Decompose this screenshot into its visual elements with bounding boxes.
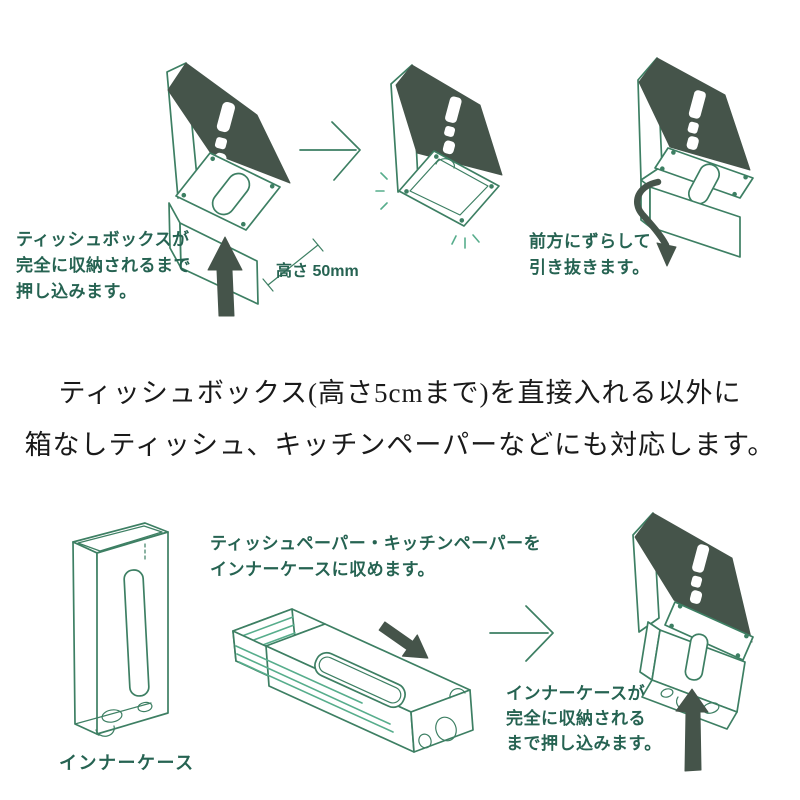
push-case-caption: インナーケースが 完全に収納される まで押し込みます。 <box>506 684 662 753</box>
push-box-caption: ティッシュボックスが 完全に収納されるまで 押し込みます。 <box>16 230 191 301</box>
holder-bottom-plate <box>664 601 754 661</box>
fill-case-caption: ティッシュペーパー・キッチンペーパーを インナーケースに収めます。 <box>210 534 542 579</box>
dispense-slot <box>211 172 251 216</box>
case-top-slot <box>314 651 406 709</box>
end-hole <box>418 733 432 749</box>
wall-bracket <box>166 62 291 231</box>
end-hole <box>435 716 457 742</box>
pull-down-arrow-icon <box>634 178 677 267</box>
holder-push-inner-case-illustration <box>612 492 797 800</box>
height-note: 高さ 50mm <box>276 263 359 280</box>
case-front-slot <box>684 633 709 681</box>
bottom-notch <box>95 725 115 737</box>
cover-slot <box>686 90 706 150</box>
inner-case-inserted <box>639 621 746 730</box>
arrow-right-icon <box>486 600 560 668</box>
holder-bottom-plate <box>398 150 500 227</box>
push-up-arrow-icon <box>675 688 709 772</box>
push-up-arrow-icon <box>207 236 243 317</box>
cover-slot <box>442 96 462 155</box>
holder-pull-box-illustration <box>612 42 787 292</box>
case-loading-illustration <box>212 598 507 800</box>
bottom-hole <box>660 688 674 698</box>
dimension-line <box>262 238 324 292</box>
arrow-right-icon <box>296 116 368 184</box>
cover-slot <box>689 544 710 604</box>
finger-notch <box>435 158 455 169</box>
inner-case-illustration <box>55 508 185 758</box>
paper-layers-through-case <box>235 645 394 733</box>
case-end-face <box>410 689 474 753</box>
insert-arrow-icon <box>378 621 429 659</box>
end-notch <box>449 688 466 699</box>
bottom-hole <box>137 701 153 713</box>
holder-box-inserted-illustration <box>372 52 522 252</box>
inner-case-horizontal <box>235 623 474 753</box>
bottom-hole <box>101 709 123 723</box>
pull-out-caption: 前方にずらして 引き抜きます。 <box>529 232 652 277</box>
case-left-face <box>72 541 100 736</box>
inner-case-label: インナーケース <box>59 753 195 773</box>
description-line-2: 箱なしティッシュ、キッチンペーパーなどにも対応します。 <box>24 430 776 460</box>
case-front-slot <box>123 569 150 697</box>
description-line-1: ティッシュボックス(高さ5cmまで)を直接入れる以外に <box>58 378 742 408</box>
snap-sparkles <box>375 172 480 249</box>
holder-push-tissue-box-illustration <box>140 58 340 323</box>
inserted-box-outline <box>409 158 489 216</box>
